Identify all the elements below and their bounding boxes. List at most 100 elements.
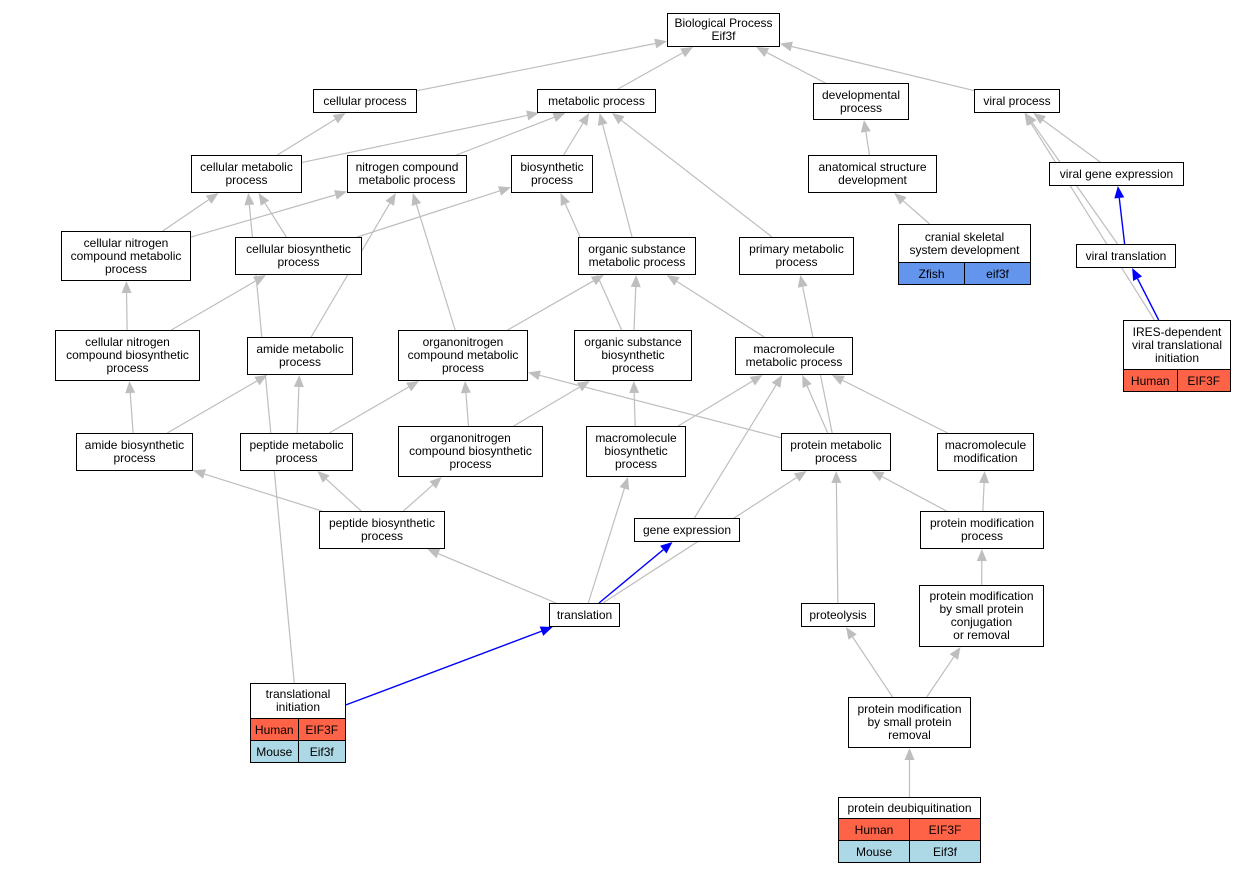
arrowhead-vge-to-vp	[1033, 113, 1046, 125]
arrowhead-vp-to-bp	[780, 41, 793, 52]
node-label-line: cellular metabolic	[200, 160, 293, 174]
arrowhead-osmp-to-mp	[597, 113, 608, 126]
edge-cncbp-to-cbsp	[171, 280, 256, 331]
arrowhead-mmod-to-mmp	[831, 375, 845, 385]
node-label: gene expression	[635, 519, 739, 541]
node-label-line: removal	[888, 728, 931, 742]
annotation-gene: EIF3F	[1176, 370, 1231, 391]
node-viral-process[interactable]: viral process	[974, 89, 1060, 113]
node-metabolic-process[interactable]: metabolic process	[537, 89, 656, 113]
arrowhead-abp-to-amp	[254, 375, 268, 386]
node-label-line: metabolic process	[588, 255, 686, 269]
node-gene-expression[interactable]: gene expression	[634, 518, 740, 542]
edge-tr-to-pepbp	[438, 553, 557, 604]
edge-dp-to-bp	[766, 52, 826, 84]
arrowhead-pepmp-to-amp	[293, 375, 304, 388]
node-cellular-process[interactable]: cellular process	[313, 89, 417, 113]
edge-vge-to-vp	[1042, 119, 1101, 163]
edge-pepmp-to-amp	[296, 386, 300, 434]
edge-pmspr-to-pmsp	[926, 656, 955, 698]
node-label-line: system development	[909, 242, 1020, 257]
node-translation[interactable]: translation	[549, 603, 620, 627]
edge-cbsp-to-cmp	[264, 202, 287, 238]
node-label-line: developmental	[821, 87, 901, 102]
annotation-species: Human	[254, 722, 294, 737]
edge-ti-to-tr	[345, 630, 542, 706]
node-viral-translation[interactable]: viral translation	[1076, 244, 1176, 268]
edge-ires-to-vp	[1030, 122, 1155, 321]
arrowhead-pmspr-to-prot	[845, 627, 857, 640]
arrowhead-osbp-to-bsp	[560, 193, 570, 206]
node-label-line: by small protein	[867, 715, 952, 729]
node-label-line: process	[775, 255, 818, 269]
edge-cmp-to-cp	[277, 118, 336, 156]
arrowhead-ge-to-mmp	[771, 375, 783, 388]
node-label-line: process	[275, 451, 318, 465]
arrowhead-bsp-to-mp	[578, 113, 590, 126]
edge-osmp-to-mp	[602, 124, 633, 238]
annotation-gene: eif3f	[964, 263, 1030, 284]
edge-pmp-to-mp	[621, 119, 773, 238]
arrowhead-mmp-to-osmp	[666, 275, 680, 286]
arrowhead-asd-to-dp	[860, 120, 871, 133]
arrowhead-cp-to-bp	[654, 38, 667, 49]
arrowhead-ires-to-vt	[1132, 268, 1143, 281]
edge-abp-to-amp	[166, 380, 258, 434]
annotation-gene: EIF3F	[297, 719, 346, 740]
arrowhead-amp-to-ncmp	[385, 193, 396, 206]
node-label-line: macromolecule	[595, 431, 677, 445]
node-label-line: cellular biosynthetic	[246, 242, 351, 256]
node-viral-gene-expression[interactable]: viral gene expression	[1049, 162, 1184, 186]
node-label-line: cellular process	[323, 93, 407, 108]
node-label-line: process	[104, 261, 148, 276]
edge-cncmp-to-cmp	[162, 199, 209, 232]
node-label-line: organic substance	[588, 242, 686, 256]
node-proteolysis[interactable]: proteolysis	[801, 603, 875, 627]
edge-ires-to-vt	[1136, 278, 1160, 321]
node-label-line: initiation	[1154, 350, 1200, 365]
arrowhead-dp-to-bp	[756, 47, 770, 57]
node-label-line: Eif3f	[711, 29, 736, 43]
node-label-line: IRES-dependent	[1132, 324, 1222, 339]
annotation-species: Mouse	[256, 744, 293, 759]
node-label-line: cellular nitrogen	[85, 335, 170, 349]
